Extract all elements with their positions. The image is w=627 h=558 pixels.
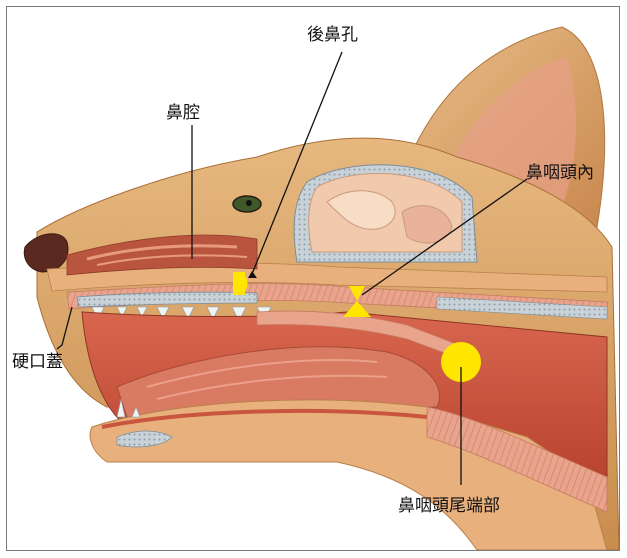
dog-head-sagittal-illustration — [7, 7, 619, 550]
label-nasopharynx-inner: 鼻咽頭內 — [526, 158, 594, 183]
label-nasopharynx-caudal: 鼻咽頭尾端部 — [398, 491, 500, 516]
label-posterior-nares: 後鼻孔 — [307, 20, 358, 45]
diagram-frame: 後鼻孔 鼻腔 鼻咽頭內 硬口蓋 鼻咽頭尾端部 — [6, 6, 620, 551]
label-nasal-cavity: 鼻腔 — [166, 98, 200, 123]
label-hard-palate: 硬口蓋 — [12, 347, 63, 372]
